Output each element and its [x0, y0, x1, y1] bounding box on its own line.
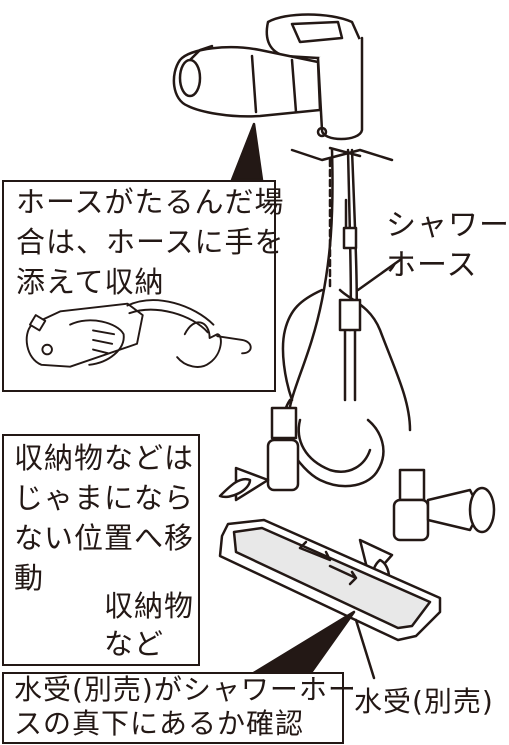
water-tray-label: 水受(別売): [354, 685, 494, 718]
storage-note-line-3: ない位置へ移: [14, 521, 195, 555]
faucet-body: [172, 13, 364, 141]
tray-callout: 水受(別売)がシャワーホー スの真下にあるか確認: [2, 672, 356, 744]
tray-note-line-1: 水受(別売)がシャワーホー: [14, 673, 357, 706]
shower-hose-label-line-1: シャワー: [386, 208, 509, 243]
hoses: [281, 148, 412, 488]
tray-note-line-2: スの真下にあるか確認: [14, 707, 305, 740]
hand-holding-spray-icon: [25, 299, 252, 368]
storage-item-line-1: 収納物: [104, 589, 195, 623]
water-tray: [218, 518, 442, 642]
hose-note-line-3: 添えて収納: [16, 265, 165, 299]
storage-note-line-1: 収納物などは: [14, 441, 195, 475]
storage-note-line-4: 動: [14, 561, 45, 595]
shower-hose-label-line-2: ホース: [386, 248, 478, 283]
storage-item-line-2: など: [104, 627, 165, 661]
valves: [218, 406, 496, 592]
hose-note-line-2: 合は、ホースに手を: [16, 225, 285, 259]
hose-callout: ホースがたるんだ場 合は、ホースに手を 添えて収納: [2, 180, 284, 392]
hose-note-line-1: ホースがたるんだ場: [16, 185, 285, 219]
storage-callout: 収納物などは じゃまになら ない位置へ移 動 収納物 など: [2, 434, 200, 666]
storage-note-line-2: じゃまになら: [14, 481, 195, 515]
